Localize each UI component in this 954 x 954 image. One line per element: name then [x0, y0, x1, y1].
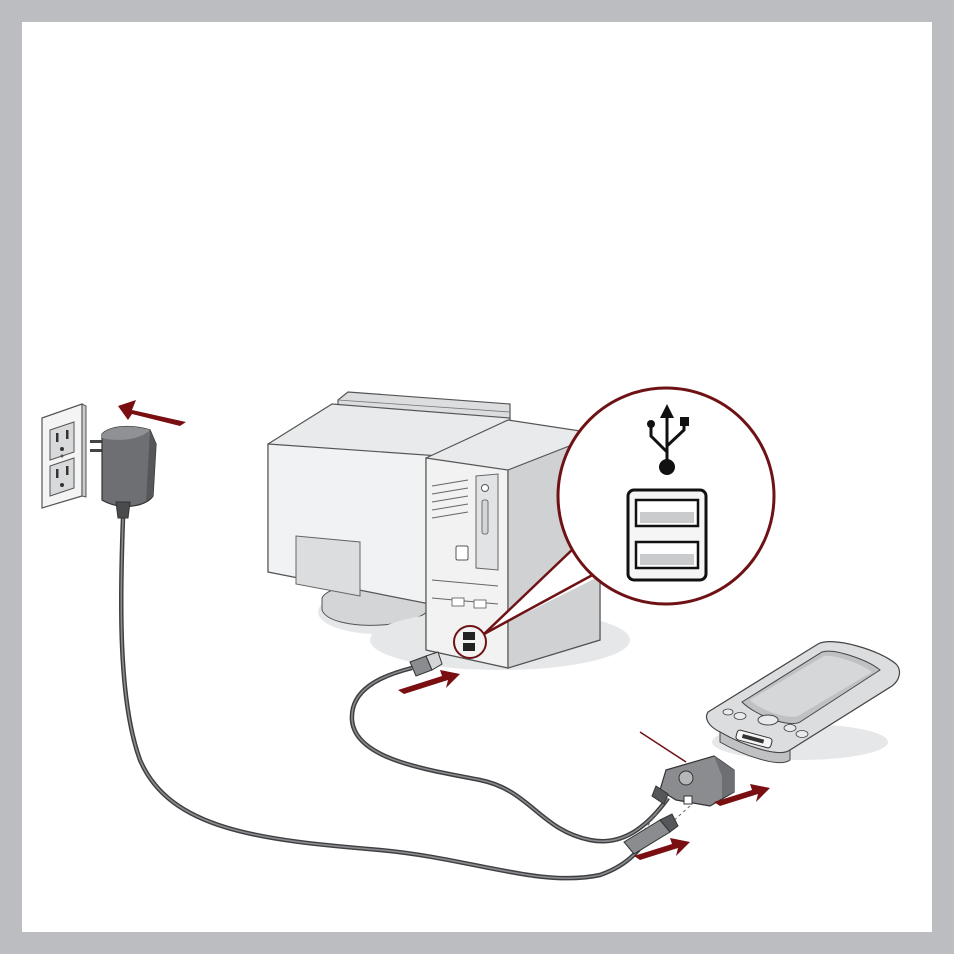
- handheld-device: [707, 642, 900, 763]
- usb-port-upper: [636, 500, 698, 526]
- arrow-adapter-to-outlet: [118, 400, 186, 426]
- sync-connector: [624, 732, 734, 854]
- usb-cable: [352, 668, 668, 841]
- arrow-usb-to-computer: [398, 670, 460, 694]
- ac-adapter: [90, 427, 156, 518]
- wall-outlet: [42, 404, 86, 508]
- diagram-frame: [22, 22, 932, 932]
- usb-port-lower: [636, 542, 698, 568]
